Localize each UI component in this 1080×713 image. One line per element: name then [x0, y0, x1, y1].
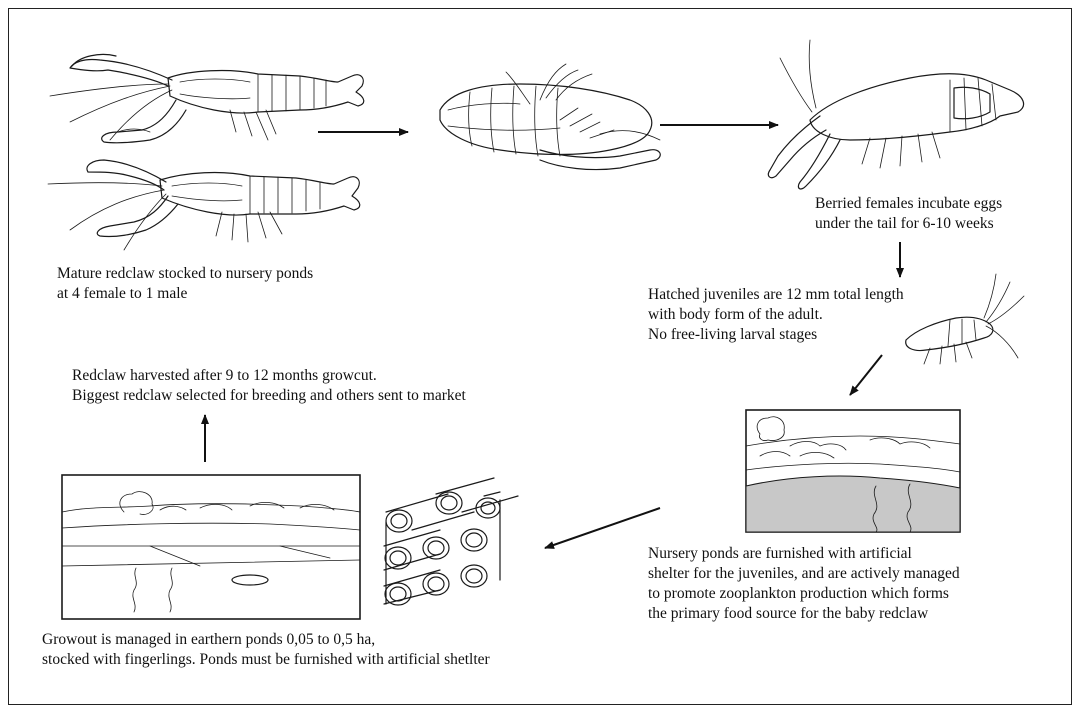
- crayfish-male-icon: [48, 160, 360, 250]
- caption-line: Hatched juveniles are 12 mm total length: [648, 285, 904, 305]
- caption-nursery-ponds: Nursery ponds are furnished with artific…: [648, 544, 960, 624]
- caption-berried-females: Berried females incubate eggs under the …: [815, 194, 1002, 234]
- caption-line: Growout is managed in earthern ponds 0,0…: [42, 630, 490, 650]
- caption-line: to promote zooplankton production which …: [648, 584, 960, 604]
- arrow-hatched-to-nursery: [850, 355, 882, 395]
- caption-harvest: Redclaw harvested after 9 to 12 months g…: [72, 366, 466, 406]
- caption-line: shelter for the juveniles, and are activ…: [648, 564, 960, 584]
- caption-line: Biggest redclaw selected for breeding an…: [72, 386, 466, 406]
- growout-pond-icon: [62, 475, 360, 619]
- shelter-pipes-icon: [384, 478, 518, 605]
- juvenile-crayfish-icon: [906, 274, 1024, 364]
- caption-line: No free-living larval stages: [648, 325, 904, 345]
- caption-line: Redclaw harvested after 9 to 12 months g…: [72, 366, 466, 386]
- caption-line: stocked with fingerlings. Ponds must be …: [42, 650, 490, 670]
- caption-line: Mature redclaw stocked to nursery ponds: [57, 264, 313, 284]
- caption-line: under the tail for 6-10 weeks: [815, 214, 1002, 234]
- arrow-nursery-to-growout: [545, 508, 660, 548]
- berried-female-icon: [768, 40, 1023, 189]
- crayfish-female-icon: [50, 54, 364, 142]
- caption-mature-redclaw: Mature redclaw stocked to nursery ponds …: [57, 264, 313, 304]
- caption-hatched-juveniles: Hatched juveniles are 12 mm total length…: [648, 285, 904, 345]
- caption-line: Nursery ponds are furnished with artific…: [648, 544, 960, 564]
- mating-pair-icon: [440, 64, 660, 170]
- caption-growout: Growout is managed in earthern ponds 0,0…: [42, 630, 490, 670]
- caption-line: Berried females incubate eggs: [815, 194, 1002, 214]
- caption-line: at 4 female to 1 male: [57, 284, 313, 304]
- caption-line: with body form of the adult.: [648, 305, 904, 325]
- caption-line: the primary food source for the baby red…: [648, 604, 960, 624]
- nursery-pond-icon: [746, 410, 960, 532]
